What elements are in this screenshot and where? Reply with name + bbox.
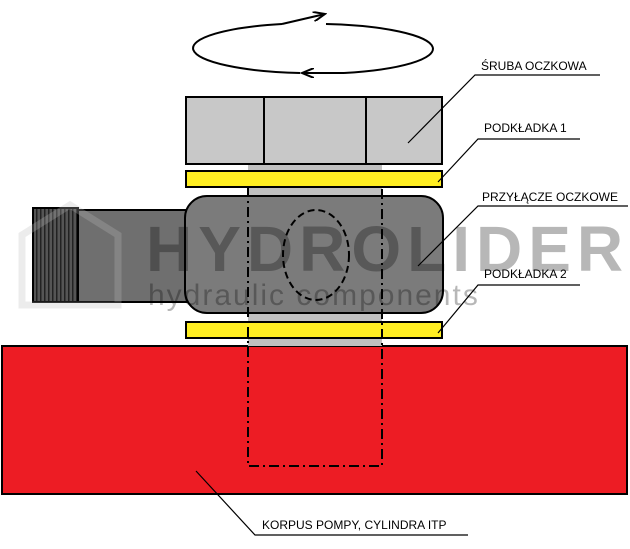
pump-body bbox=[1, 345, 628, 495]
label-bolt: ŚRUBA OCZKOWA bbox=[481, 58, 587, 73]
watermark: HYDROLIDER hydraulic components bbox=[18, 200, 629, 312]
leader-lines bbox=[195, 74, 628, 536]
watermark-brand: HYDROLIDER bbox=[146, 213, 629, 285]
rotation-arrow-icon bbox=[192, 14, 434, 73]
leader-washer-2 bbox=[437, 284, 580, 334]
label-body: KORPUS POMPY, CYLINDRA ITP bbox=[262, 518, 447, 532]
leader-bolt bbox=[407, 74, 600, 144]
label-washer-1: PODKŁADKA 1 bbox=[484, 121, 567, 135]
label-washer-2: PODKŁADKA 2 bbox=[484, 267, 567, 281]
hidden-line-bolt bbox=[247, 187, 383, 467]
washer-1 bbox=[185, 170, 443, 188]
banjo-fitting-eye bbox=[184, 195, 444, 314]
fitting-pipe bbox=[77, 209, 191, 303]
washer-2 bbox=[185, 321, 443, 339]
watermark-logo-icon bbox=[18, 200, 122, 309]
hidden-line-fitting-bore bbox=[282, 209, 350, 301]
leader-fitting bbox=[417, 205, 628, 267]
leader-body bbox=[195, 470, 468, 536]
watermark-tagline: hydraulic components bbox=[148, 279, 480, 312]
leader-washer-1 bbox=[437, 138, 580, 183]
label-fitting: PRZYŁĄCZE OCZKOWE bbox=[482, 190, 618, 204]
pipe-thread bbox=[32, 207, 79, 303]
bolt-head bbox=[185, 96, 443, 165]
